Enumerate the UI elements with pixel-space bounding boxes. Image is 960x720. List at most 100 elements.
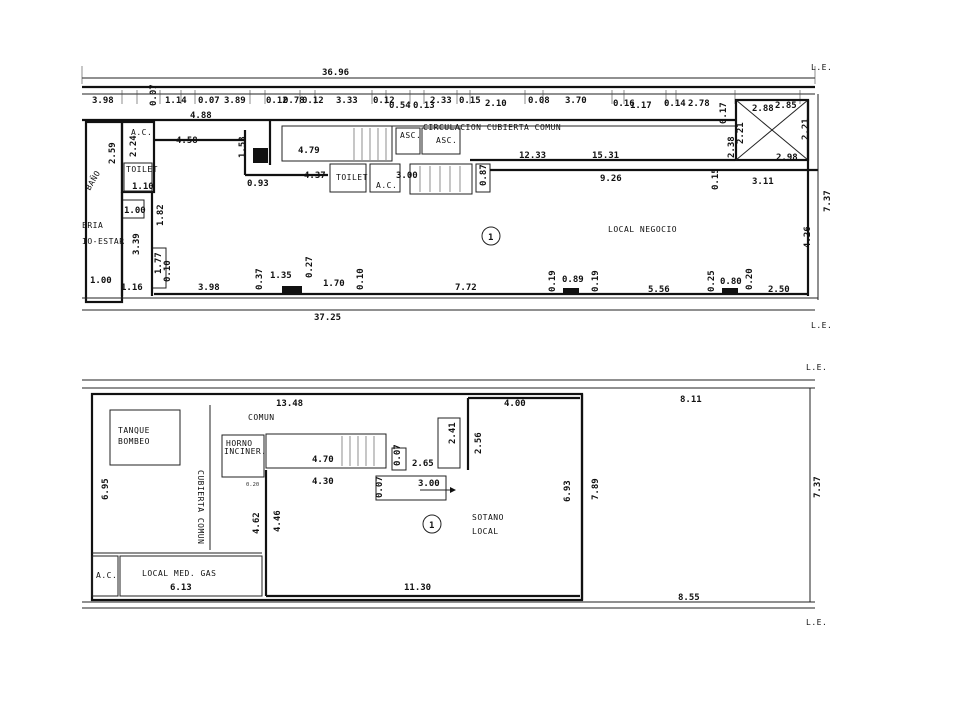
dim-1-53: 1.53 [238,136,248,158]
dim-6-93: 6.93 [563,480,573,502]
dim-7-72: 7.72 [455,283,477,293]
dim-7-37b: 7.37 [813,476,823,498]
dim-1-35: 1.35 [270,271,292,281]
dim-0-12c: 0.12 [373,96,395,106]
dim-0-89: 0.89 [562,275,584,285]
dim-0-07b-basement: 0.07 [375,476,385,498]
dim-4-70: 4.70 [312,455,334,465]
le-top: L.E. [811,63,832,72]
dim-5-56: 5.56 [648,285,670,295]
dim-1-00b: 1.00 [90,276,112,286]
dim-0-27: 0.27 [305,256,315,278]
dim-2-88: 2.88 [752,104,774,114]
basement-label: SOTANO [472,513,504,522]
dim-0-19: 0.19 [548,270,558,292]
dim-0-07-basement: 0.07 [393,444,403,466]
dim-0-78: 0.78 [283,96,305,106]
dim-4-37: 4.37 [304,171,326,181]
dim-4-88: 4.88 [190,111,212,121]
dim-4-58: 4.58 [176,136,198,146]
dim-13-48: 13.48 [276,399,303,409]
common-label: COMUN [248,413,275,422]
dim-0-13: 0.13 [413,101,435,111]
dim-8-55: 8.55 [678,593,700,603]
dim-0-16: 0.16 [613,99,635,109]
dim-0-15b: 0.15 [711,168,721,190]
dim-0-87: 0.87 [479,164,489,186]
dim-1-17: 1.17 [630,101,652,111]
dim-0-07: 0.07 [149,84,159,106]
dim-4-62: 4.62 [252,512,262,534]
unit-number-ground: 1 [488,233,493,243]
basement-plan: L.E. L.E. 8.11 7.37 8.55 TANQUE BOMBEO 6… [82,363,827,627]
dim-1-00: 1.00 [124,206,146,216]
shop-label: LOCAL NEGOCIO [608,225,677,234]
dim-3-98-top: 3.98 [92,96,114,106]
incinerator-label: INCINER. [224,447,267,456]
dim-3-70: 3.70 [565,96,587,106]
dim-2-21: 2.21 [736,122,746,144]
gas-label: LOCAL MED. GAS [142,569,216,578]
dim-4-30: 4.30 [312,477,334,487]
dim-2-10: 2.10 [485,99,507,109]
dim-2-59: 2.59 [108,142,118,164]
dim-0-12: 0.12 [266,96,288,106]
dim-4-79: 4.79 [298,146,320,156]
dim-6-95: 6.95 [101,478,111,500]
dim-11-30: 11.30 [404,583,431,593]
dim-1-16: 1.16 [121,283,143,293]
dim-7-37: 7.37 [823,190,833,212]
dim-0-08: 0.08 [528,96,550,106]
dim-2-85: 2.85 [775,101,797,111]
dim-0-14: 0.14 [664,99,686,109]
dim-0-12b: 0.12 [302,96,324,106]
dim-0-93: 0.93 [247,179,269,189]
pump-label: BOMBEO [118,437,150,446]
room-eria: ERIA [82,221,103,230]
dim-0-20: 0.20 [745,268,755,290]
dim-0-10: 0.10 [163,260,173,282]
dim-3-11: 3.11 [752,177,774,187]
dim-0-15: 0.15 [459,96,481,106]
dim-0-25: 0.25 [707,270,717,292]
dim-2-78: 2.78 [688,99,710,109]
dim-8-11: 8.11 [680,395,702,405]
dim-2-33: 2.33 [430,96,452,106]
dim-1-82: 1.82 [156,204,166,226]
dim-3-98b: 3.98 [198,283,220,293]
dim-3-89: 3.89 [224,96,246,106]
room-estar: IO-ESTAR [82,237,125,246]
dim-1-14: 1.14 [165,96,187,106]
dim-9-26: 9.26 [600,174,622,184]
dim-6-13: 6.13 [170,583,192,593]
circulation-label: CIRCULACION CUBIERTA COMUN [423,123,561,132]
dim-2-98: 2.98 [776,153,798,163]
basement-le-top: L.E. [806,363,827,372]
dim-2-41: 2.41 [448,422,458,444]
dim-0-07b: 0.07 [198,96,220,106]
dim-2-38: 2.38 [727,136,737,158]
dim-4-00: 4.00 [504,399,526,409]
dim-2-21b: 2.21 [801,118,811,140]
room-ac-2: A.C. [376,181,397,190]
dim-0-37: 0.37 [255,268,265,290]
room-toilet-2: TOILET [336,173,368,182]
room-asc-2: ASC. [436,136,457,145]
top-total-dim: 36.96 [322,68,349,78]
dim-4-46: 4.46 [273,510,283,532]
dim-3-33: 3.33 [336,96,358,106]
unit-number-basement: 1 [429,521,434,531]
dim-0-80: 0.80 [720,277,742,287]
dim-1-10: 1.10 [132,182,154,192]
basement-local-label: LOCAL [472,527,499,536]
dim-1-70: 1.70 [323,279,345,289]
dim-7-89: 7.89 [591,478,601,500]
dim-2-65: 2.65 [412,459,434,469]
room-toilet-1: TOILET [126,165,158,174]
dim-3-00-basement: 3.00 [418,479,440,489]
basement-ac-label: A.C. [96,571,117,580]
dim-3-00: 3.00 [396,171,418,181]
room-asc-1: ASC. [400,131,421,140]
tank-label: TANQUE [118,426,150,435]
